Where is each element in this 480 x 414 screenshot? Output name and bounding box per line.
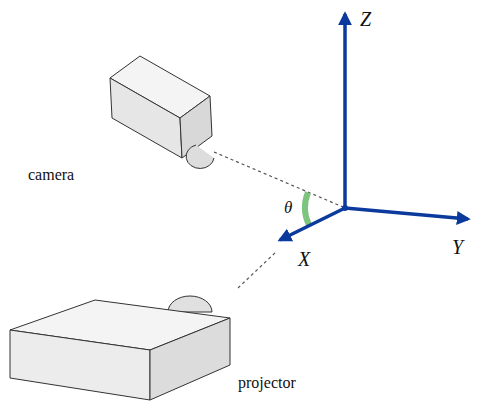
axis-label: Z: [360, 8, 371, 30]
origin-dot: [342, 205, 348, 211]
part-label: projector: [238, 374, 296, 392]
axis-label: X: [298, 248, 310, 270]
projector-ray: [238, 252, 276, 288]
camera-symbol: [110, 56, 214, 168]
projector-symbol: [10, 296, 230, 400]
angle-label: θ: [284, 199, 292, 218]
part-label: camera: [28, 166, 74, 184]
axis-label: Y: [452, 236, 463, 258]
y-axis: [345, 208, 468, 219]
camera-ray: [214, 152, 343, 207]
z-axis: [343, 14, 347, 208]
angle-arc: [305, 193, 309, 226]
